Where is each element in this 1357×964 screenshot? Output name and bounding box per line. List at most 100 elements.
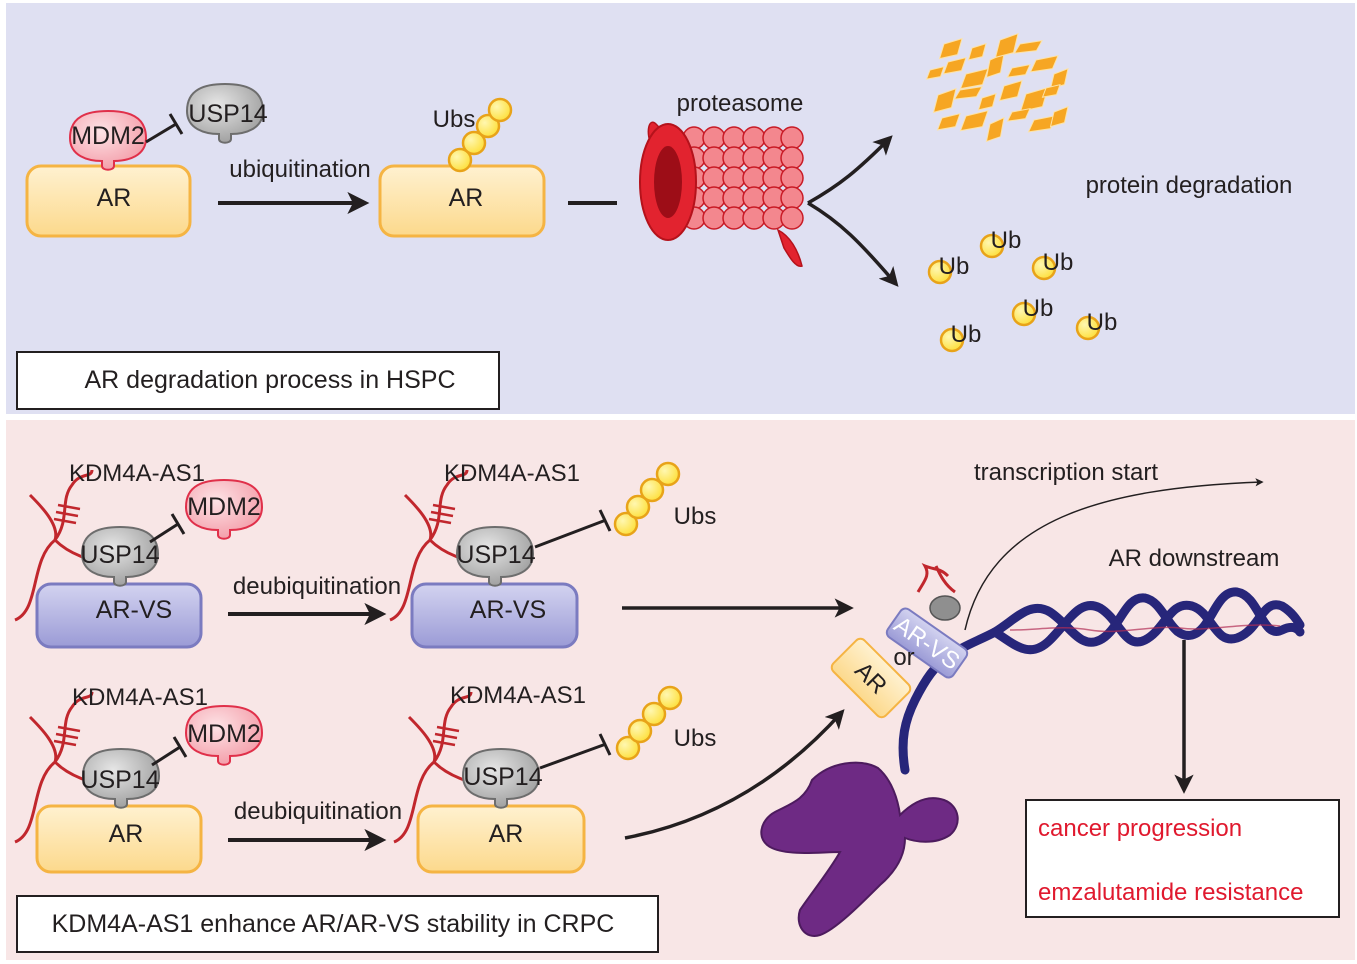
arrow-to-ubiquitin xyxy=(807,201,899,287)
ub-ball xyxy=(1031,255,1057,281)
ar-left-complex: AR MDM2 USP14 xyxy=(25,83,268,238)
proteasome-subunit xyxy=(722,206,746,230)
usp14-label: USP14 xyxy=(80,541,159,569)
proteasome-subunit xyxy=(702,186,726,210)
proteasome-subunit xyxy=(780,206,804,230)
deubiquitination-label: deubiquitination xyxy=(234,798,402,825)
bottom-caption-box xyxy=(16,895,659,953)
protein-fragment xyxy=(994,32,1019,59)
protein-fragment xyxy=(1029,54,1059,73)
arvs-label: AR-VS xyxy=(470,596,546,624)
inhibition-mark xyxy=(149,513,186,544)
ar-label: AR xyxy=(97,184,132,212)
usp14-label: USP14 xyxy=(80,766,159,794)
chromosome-icon xyxy=(760,761,959,937)
ub-ball xyxy=(979,233,1005,259)
protein-fragment xyxy=(977,92,997,111)
top-panel: AR MDM2 USP14 ubiquitination AR Ubs prot… xyxy=(6,3,1355,414)
rna-stem xyxy=(53,503,81,525)
arrow-to-fragments xyxy=(807,135,893,205)
ar-ubiquitinated: AR Ubs xyxy=(378,97,546,238)
ar-downstream-label: AR downstream xyxy=(1109,545,1280,572)
protein-fragment xyxy=(1006,64,1031,78)
proteasome-subunit xyxy=(742,126,766,150)
transcription-start-arrow xyxy=(964,478,1264,631)
inhibition-mark xyxy=(145,113,184,144)
kdm4a-as1-label: KDM4A-AS1 xyxy=(72,684,208,711)
proteasome-subunit xyxy=(722,186,746,210)
ub-ball xyxy=(487,97,513,123)
inhibition-mark xyxy=(539,733,612,770)
ubs-label: Ubs xyxy=(674,503,717,530)
inhibition-mark xyxy=(151,736,188,767)
inhibition-mark xyxy=(534,509,612,549)
rna-stem xyxy=(53,725,81,747)
protein-fragment xyxy=(942,56,967,75)
outcome-box xyxy=(1025,799,1340,918)
ub-label: Ub xyxy=(939,253,970,280)
protein-fragment xyxy=(938,37,963,60)
ar-label: AR xyxy=(489,820,524,848)
proteasome-subunit xyxy=(702,166,726,190)
protein-fragment xyxy=(953,86,983,100)
bottom-caption: KDM4A-AS1 enhance AR/AR-VS stability in … xyxy=(52,910,615,938)
protein-fragment xyxy=(1006,108,1031,122)
kdm4a-as1-label: KDM4A-AS1 xyxy=(450,682,586,709)
ubiquitination-label: ubiquitination xyxy=(229,156,370,183)
protein-fragment xyxy=(1049,67,1069,90)
usp14-label: USP14 xyxy=(456,541,535,569)
ub-ball xyxy=(1075,315,1101,341)
kdm4a-as1-label: KDM4A-AS1 xyxy=(69,460,205,487)
proteasome-subunit xyxy=(780,146,804,170)
proteasome-subunit xyxy=(780,126,804,150)
ub-label: Ub xyxy=(1087,309,1118,336)
protein-fragment xyxy=(1019,86,1049,113)
usp14-protein xyxy=(929,595,961,621)
deubiquitination-label: deubiquitination xyxy=(233,573,401,600)
proteasome-label: proteasome xyxy=(677,90,804,117)
arvs-box xyxy=(885,607,969,679)
proteasome-subunit xyxy=(702,126,726,150)
ar-label: AR xyxy=(109,820,144,848)
or-label: or xyxy=(893,644,914,671)
usp14-label: USP14 xyxy=(463,763,542,791)
ub-label: Ub xyxy=(991,227,1022,254)
ub-label: Ub xyxy=(1043,249,1074,276)
proteasome-subunit xyxy=(702,206,726,230)
protein-fragment xyxy=(959,67,989,90)
mdm2-label: MDM2 xyxy=(187,720,261,748)
proteasome-subunit xyxy=(742,206,766,230)
protein-fragment xyxy=(1041,83,1061,98)
proteasome-subunit xyxy=(742,166,766,190)
row2-left-complex: AR USP14 MDM2 KDM4A-AS1 xyxy=(14,684,263,874)
ar-label: AR xyxy=(449,184,484,212)
transcription-start-label: transcription start xyxy=(974,459,1158,486)
protein-fragment xyxy=(967,42,987,61)
ub-ball xyxy=(657,685,683,711)
ar-box xyxy=(830,637,912,719)
ub-label: Ub xyxy=(1023,295,1054,322)
protein-fragment xyxy=(1049,105,1069,128)
outcome-emzalutamide-resistance: emzalutamide resistance xyxy=(1038,879,1303,906)
mdm2-label: MDM2 xyxy=(187,493,261,521)
top-caption: AR degradation process in HSPC xyxy=(84,366,455,394)
protein-fragment xyxy=(936,112,961,131)
row1-right-complex: AR-VS USP14 Ubs KDM4A-AS1 xyxy=(389,460,717,649)
protein-fragments xyxy=(925,32,1069,143)
arvs-label: AR-VS xyxy=(96,596,172,624)
protein-fragment xyxy=(932,87,957,114)
kdm4a-as1-rna xyxy=(916,563,956,594)
proteasome-subunit xyxy=(702,146,726,170)
proteasome-subunit xyxy=(742,186,766,210)
proteasome-subunit xyxy=(722,126,746,150)
row2-output-arrow xyxy=(624,709,845,840)
proteasome-subunit xyxy=(722,166,746,190)
protein-fragment xyxy=(959,109,989,132)
proteasome-subunit xyxy=(780,166,804,190)
protein-fragment xyxy=(925,65,945,80)
protein-fragment xyxy=(1027,114,1057,133)
protein-degradation-label: protein degradation xyxy=(1086,172,1293,199)
mdm2-label: MDM2 xyxy=(71,122,145,150)
